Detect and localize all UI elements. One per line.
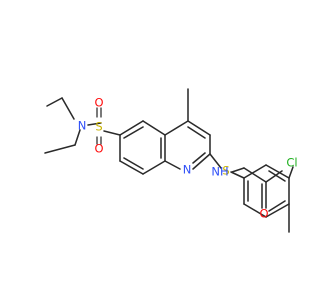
bond-ethyl-top-ch2	[61, 97, 75, 120]
atom-s-sulfonyl: S	[95, 120, 102, 134]
ethyl-groups	[44, 97, 81, 154]
bond-ch2-c	[243, 167, 267, 183]
atom-o-sulfonyl-top: O	[94, 96, 103, 110]
atom-cl: Cl	[286, 156, 297, 170]
bond-a2	[243, 203, 267, 218]
bond-n-s	[87, 122, 102, 126]
atom-n-sulfonamide: N	[78, 119, 87, 133]
bond-a6	[243, 164, 267, 179]
bond-aryl-cl	[288, 166, 294, 179]
bond-q5	[119, 160, 144, 175]
bond-q7	[164, 120, 189, 136]
bond-q1	[119, 120, 144, 136]
bond-q4	[142, 160, 166, 175]
bond-ethyl-bottom-ch2	[74, 129, 81, 146]
bond-a3-inner	[268, 200, 286, 212]
bond-nh-aryl	[230, 171, 245, 179]
bond-q8-inner	[187, 126, 206, 139]
atom-nh-amide: NH	[211, 165, 228, 179]
bond-q10-inner	[192, 152, 206, 164]
bond-s-ring	[103, 130, 121, 136]
bond-a3	[265, 203, 290, 218]
bond-ethyl-bottom-ch3	[44, 144, 76, 154]
bond-ethyl-top-ch3	[46, 97, 63, 107]
molecule-canvas: N S O O N S O NH Cl	[44, 88, 298, 233]
bond-q5-inner	[123, 157, 144, 170]
atom-n-quinoline: N	[183, 163, 192, 177]
bond-s-ch2	[231, 167, 245, 173]
atom-s-thioether: S	[222, 164, 229, 178]
side-chain	[209, 153, 283, 209]
bond-q1-inner	[123, 126, 144, 139]
bond-a5	[265, 164, 290, 179]
quinoline-core	[119, 88, 211, 175]
bond-a5-inner	[268, 170, 286, 182]
aryl-ring	[230, 164, 294, 233]
bond-ring-s	[209, 153, 222, 169]
bond-q11	[164, 160, 181, 170]
sulfonamide-bonds	[87, 107, 121, 145]
bond-q10	[192, 153, 211, 170]
bond-q2	[142, 120, 166, 136]
atom-o-carbonyl: O	[259, 207, 268, 221]
atom-o-sulfonyl-bottom: O	[94, 142, 103, 156]
bond-q8	[187, 120, 211, 136]
molecule-structure: N S O O N S O NH Cl	[44, 88, 298, 233]
atom-labels: N S O O N S O NH Cl	[78, 96, 298, 221]
